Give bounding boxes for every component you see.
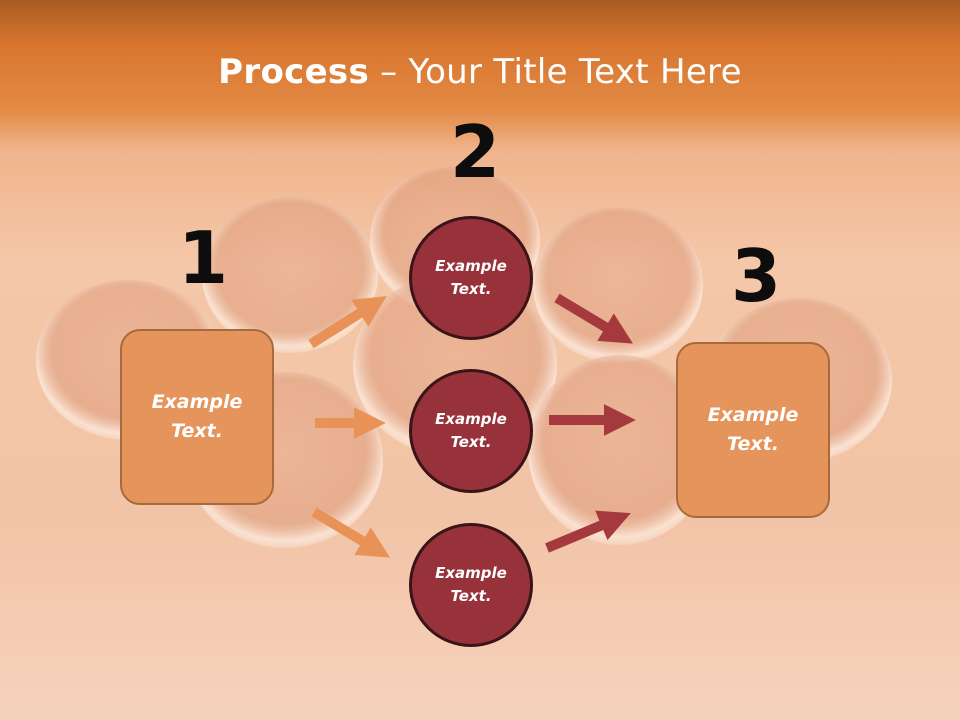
step-circle-top: Example Text.	[409, 216, 533, 340]
start-box: Example Text.	[120, 329, 274, 505]
arrow-right-icon	[311, 507, 390, 558]
circle-text: Example	[435, 564, 507, 582]
end-box-text: Example	[707, 404, 799, 426]
circle-text: Text.	[450, 587, 492, 605]
start-box-text: Text.	[171, 420, 223, 442]
slide-title: Process – Your Title Text Here	[0, 52, 960, 92]
start-box-text: Example	[151, 391, 243, 413]
step-number-3: 3	[731, 234, 782, 318]
arrow-right-icon	[545, 510, 631, 553]
arrow-right-icon	[308, 296, 387, 349]
title-bold: Process	[218, 52, 370, 92]
end-box: Example Text.	[676, 342, 830, 518]
circle-text: Text.	[450, 433, 492, 451]
circle-text: Example	[435, 410, 507, 428]
step-circle-middle: Example Text.	[409, 369, 533, 493]
title-rest: – Your Title Text Here	[369, 52, 742, 92]
step-number-2: 2	[450, 110, 501, 194]
arrow-right-icon	[554, 293, 633, 344]
step-number-1: 1	[178, 216, 229, 300]
end-box-text: Text.	[727, 433, 779, 455]
circle-text: Text.	[450, 280, 492, 298]
circle-text: Example	[435, 257, 507, 275]
step-circle-bottom: Example Text.	[409, 523, 533, 647]
